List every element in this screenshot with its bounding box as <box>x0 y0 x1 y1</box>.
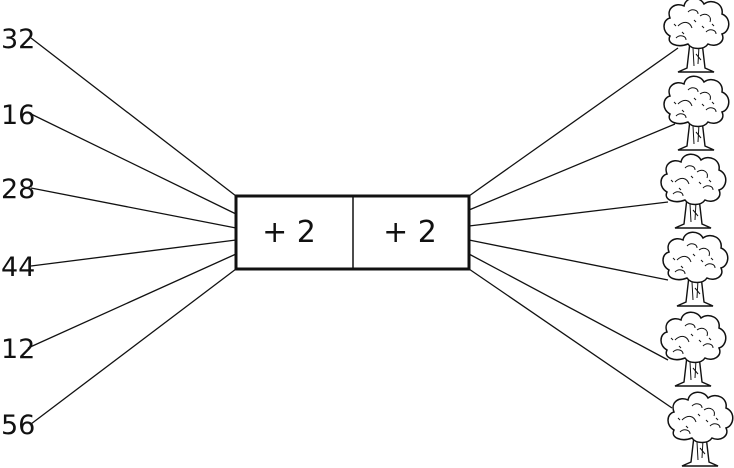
input-number: 16 <box>1 100 35 131</box>
output-trees <box>660 0 734 467</box>
tree-icon <box>662 231 729 307</box>
output-connector-line <box>468 123 676 211</box>
input-number: 12 <box>1 334 35 365</box>
output-connector-line <box>468 268 673 409</box>
function-machine: + 2 + 2 <box>234 194 471 271</box>
input-connector-line <box>30 187 237 229</box>
input-connector-line <box>30 113 237 215</box>
input-connector-line <box>27 253 237 349</box>
tree-icon <box>660 153 727 229</box>
operation-2-label: + 2 <box>383 215 437 250</box>
operation-1-label: + 2 <box>262 215 316 250</box>
input-number: 28 <box>1 174 35 205</box>
tree-icon <box>667 391 734 467</box>
input-number: 56 <box>1 410 35 441</box>
input-connector-line <box>30 37 237 197</box>
connector-lines <box>27 37 679 425</box>
output-connector-line <box>468 253 669 361</box>
output-connector-line <box>468 201 669 227</box>
output-connector-line <box>468 47 679 197</box>
input-connector-line <box>30 268 237 425</box>
input-number: 32 <box>1 24 35 55</box>
tree-icon <box>663 75 730 151</box>
output-connector-line <box>468 239 669 281</box>
tree-icon <box>660 311 727 387</box>
tree-icon <box>663 0 730 73</box>
input-connector-line <box>30 239 237 267</box>
input-numbers: 32 16 28 44 12 56 <box>1 24 35 441</box>
input-number: 44 <box>1 252 35 283</box>
